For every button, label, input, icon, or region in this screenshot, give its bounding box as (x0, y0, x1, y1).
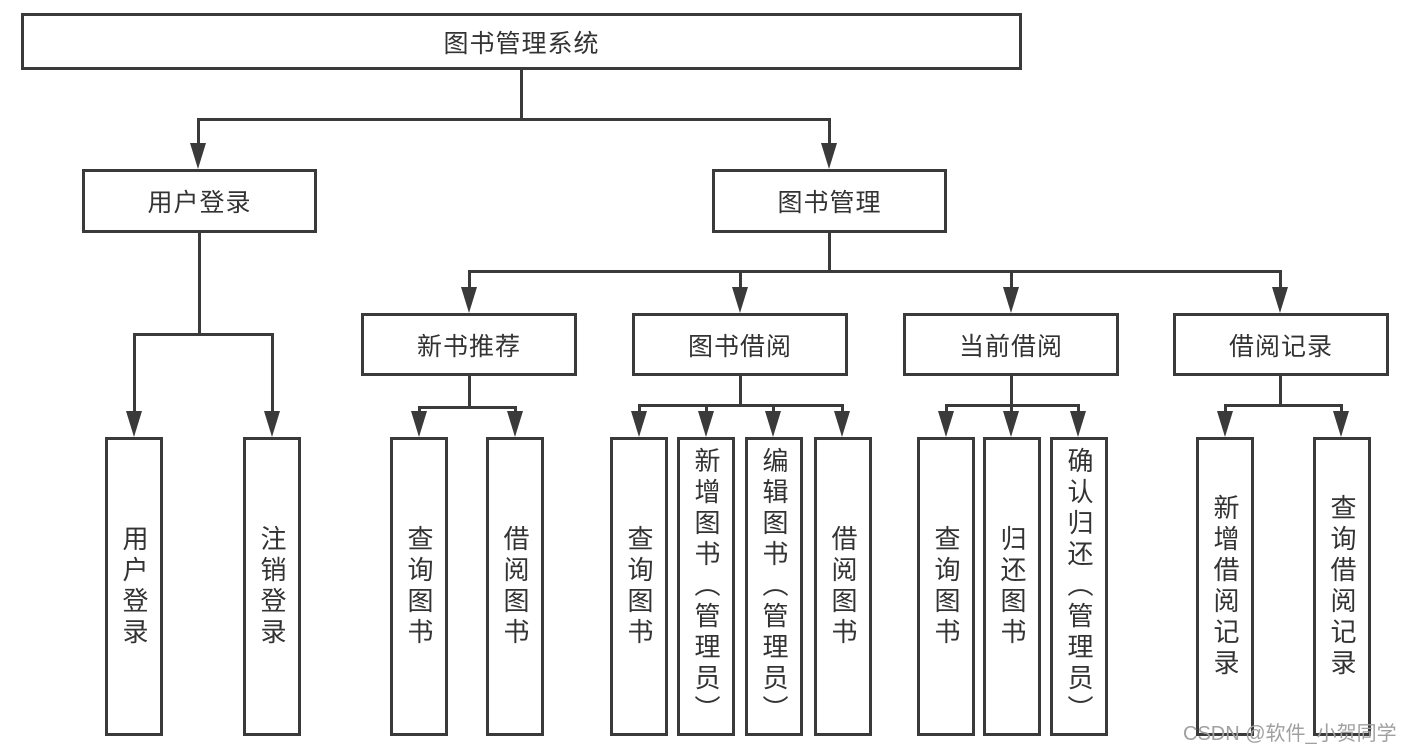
arrow-to-book-management (821, 143, 837, 169)
connector-nr-bar (418, 406, 517, 409)
node-current-borrow-label: 当前借阅 (958, 332, 1063, 361)
connector-root-drop (520, 70, 523, 120)
leaf-bb-query-books: 查询图书 (610, 437, 668, 736)
connector-book-management-drop (828, 233, 831, 273)
connector-bb-drop (739, 376, 742, 407)
connector-stem-cb-return (1010, 404, 1013, 414)
connector-br-bar (1224, 404, 1343, 407)
node-book-management-label: 图书管理 (777, 189, 882, 217)
arrow-to-bb-add (698, 411, 714, 437)
leaf-cb-query-books-label: 查询图书 (931, 524, 961, 649)
leaf-bb-add-books-admin-label: 新增图书（管理员） (691, 447, 721, 726)
watermark-text: CSDN @软件_小贺同学 (1183, 723, 1397, 745)
arrow-to-cb-query (938, 411, 954, 437)
arrow-to-leaf-logout (264, 411, 280, 437)
arrow-to-borrow-records (1272, 287, 1288, 313)
connector-stem-borrow-records (1279, 270, 1282, 292)
leaf-nr-borrow-books-label: 借阅图书 (500, 524, 530, 649)
leaf-bb-edit-books-admin: 编辑图书（管理员） (745, 437, 803, 736)
connector-stem-bb-edit (772, 404, 775, 414)
node-root-label: 图书管理系统 (443, 29, 600, 58)
node-book-borrow: 图书借阅 (632, 313, 848, 376)
arrow-to-leaf-user-login (126, 411, 142, 437)
arrow-to-br-add (1217, 411, 1233, 437)
node-borrow-records: 借阅记录 (1173, 313, 1389, 376)
leaf-user-login-label: 用户登录 (119, 524, 149, 649)
connector-user-login-drop (198, 233, 201, 335)
connector-bb-bar (638, 404, 844, 407)
leaf-logout-label: 注销登录 (257, 524, 287, 649)
connector-nr-drop (468, 376, 471, 409)
arrow-to-nr-borrow (507, 411, 523, 437)
node-user-login-label: 用户登录 (147, 189, 252, 217)
arrow-to-nr-query (411, 411, 427, 437)
arrow-to-current-borrow (1003, 287, 1019, 313)
arrow-to-cb-return (1003, 411, 1019, 437)
arrow-to-cb-confirm (1070, 411, 1086, 437)
arrow-to-user-login (190, 143, 206, 169)
connector-stem-bb-add (705, 404, 708, 414)
leaf-nr-query-books: 查询图书 (390, 437, 448, 736)
connector-stem-bb-query (638, 404, 641, 414)
node-new-book-recommend-label: 新书推荐 (416, 332, 521, 361)
connector-stem-leaf-logout (271, 333, 274, 417)
leaf-cb-confirm-return-admin: 确认归还（管理员） (1050, 437, 1108, 736)
leaf-cb-return-books: 归还图书 (983, 437, 1041, 736)
node-new-book-recommend: 新书推荐 (361, 313, 577, 376)
leaf-logout: 注销登录 (243, 437, 301, 736)
connector-stem-leaf-user-login (133, 333, 136, 417)
connector-stem-cb-query (945, 404, 948, 414)
leaf-user-login: 用户登录 (105, 437, 163, 736)
arrow-to-new-book-recommend (461, 287, 477, 313)
arrow-to-br-query (1333, 411, 1349, 437)
leaf-bb-query-books-label: 查询图书 (624, 524, 654, 649)
connector-br-drop (1279, 376, 1282, 407)
leaf-bb-borrow-books-label: 借阅图书 (828, 524, 858, 649)
leaf-bb-add-books-admin: 新增图书（管理员） (677, 437, 735, 736)
leaf-nr-query-books-label: 查询图书 (404, 524, 434, 649)
node-book-borrow-label: 图书借阅 (687, 332, 792, 361)
node-borrow-records-label: 借阅记录 (1228, 332, 1333, 361)
leaf-br-query-record: 查询借阅记录 (1313, 437, 1371, 736)
connector-stem-bb-borrow (841, 404, 844, 414)
connector-stem-new-book-recommend (468, 270, 471, 292)
leaf-nr-borrow-books: 借阅图书 (486, 437, 544, 736)
leaf-bb-borrow-books: 借阅图书 (814, 437, 872, 736)
leaf-br-add-record: 新增借阅记录 (1196, 437, 1254, 736)
leaf-cb-confirm-return-admin-label: 确认归还（管理员） (1064, 447, 1094, 726)
leaf-br-query-record-label: 查询借阅记录 (1327, 493, 1357, 680)
node-user-login: 用户登录 (82, 169, 317, 233)
connector-user-login-bar (133, 333, 274, 336)
node-root: 图书管理系统 (21, 13, 1022, 70)
connector-book-management-bar (468, 270, 1282, 273)
connector-stem-user-login (197, 118, 200, 150)
connector-root-bar (197, 118, 831, 121)
arrow-to-bb-query (631, 411, 647, 437)
connector-cb-drop (1010, 376, 1013, 407)
arrow-to-book-borrow (732, 287, 748, 313)
connector-stem-current-borrow (1010, 270, 1013, 292)
leaf-cb-query-books: 查询图书 (917, 437, 975, 736)
leaf-cb-return-books-label: 归还图书 (997, 524, 1027, 649)
leaf-bb-edit-books-admin-label: 编辑图书（管理员） (759, 447, 789, 726)
arrow-to-bb-edit (765, 411, 781, 437)
connector-stem-cb-confirm (1077, 404, 1080, 414)
connector-stem-book-management (828, 118, 831, 150)
connector-stem-book-borrow (739, 270, 742, 292)
node-current-borrow: 当前借阅 (903, 313, 1119, 376)
leaf-br-add-record-label: 新增借阅记录 (1210, 493, 1240, 680)
arrow-to-bb-borrow (834, 411, 850, 437)
connector-stem-br-query (1340, 404, 1343, 414)
node-book-management: 图书管理 (712, 169, 947, 233)
connector-stem-br-add (1224, 404, 1227, 414)
